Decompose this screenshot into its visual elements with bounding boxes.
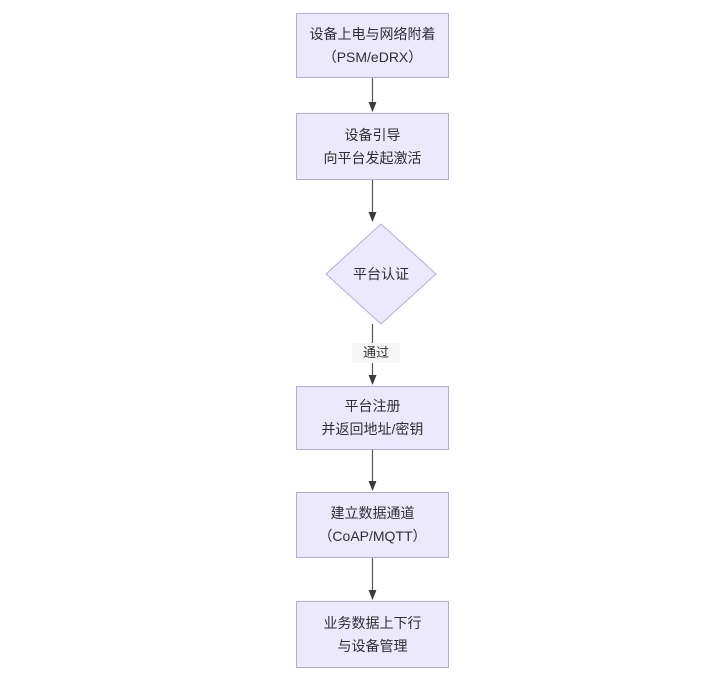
node-bootstrap-line-1: 设备引导: [344, 126, 401, 143]
node-power-on-line-1: 设备上电与网络附着: [309, 25, 436, 42]
node-bootstrap[interactable]: 设备引导 向平台发起激活: [296, 113, 449, 180]
node-channel[interactable]: 建立数据通道 （CoAP/MQTT）: [296, 492, 449, 558]
node-channel-line-2: （CoAP/MQTT）: [318, 528, 427, 544]
node-register-line-1: 平台注册: [344, 398, 401, 414]
edge-label-pass: 通过: [352, 343, 400, 363]
diamond-shape-icon: [325, 223, 437, 325]
node-auth[interactable]: 平台认证: [325, 223, 437, 325]
node-auth-label: 平台认证: [353, 265, 409, 282]
node-power-on-line-2: （PSM/eDRX）: [322, 48, 423, 65]
node-register[interactable]: 平台注册 并返回地址/密钥: [296, 386, 449, 450]
node-bootstrap-line-2: 向平台发起激活: [323, 149, 422, 166]
node-register-line-2: 并返回地址/密钥: [321, 421, 424, 437]
node-data[interactable]: 业务数据上下行 与设备管理: [296, 601, 449, 668]
node-power-on[interactable]: 设备上电与网络附着 （PSM/eDRX）: [296, 13, 449, 78]
node-data-line-2: 与设备管理: [337, 637, 408, 654]
node-channel-line-1: 建立数据通道: [330, 505, 415, 521]
edge-label-pass-text: 通过: [362, 345, 389, 360]
node-data-line-1: 业务数据上下行: [323, 614, 422, 631]
